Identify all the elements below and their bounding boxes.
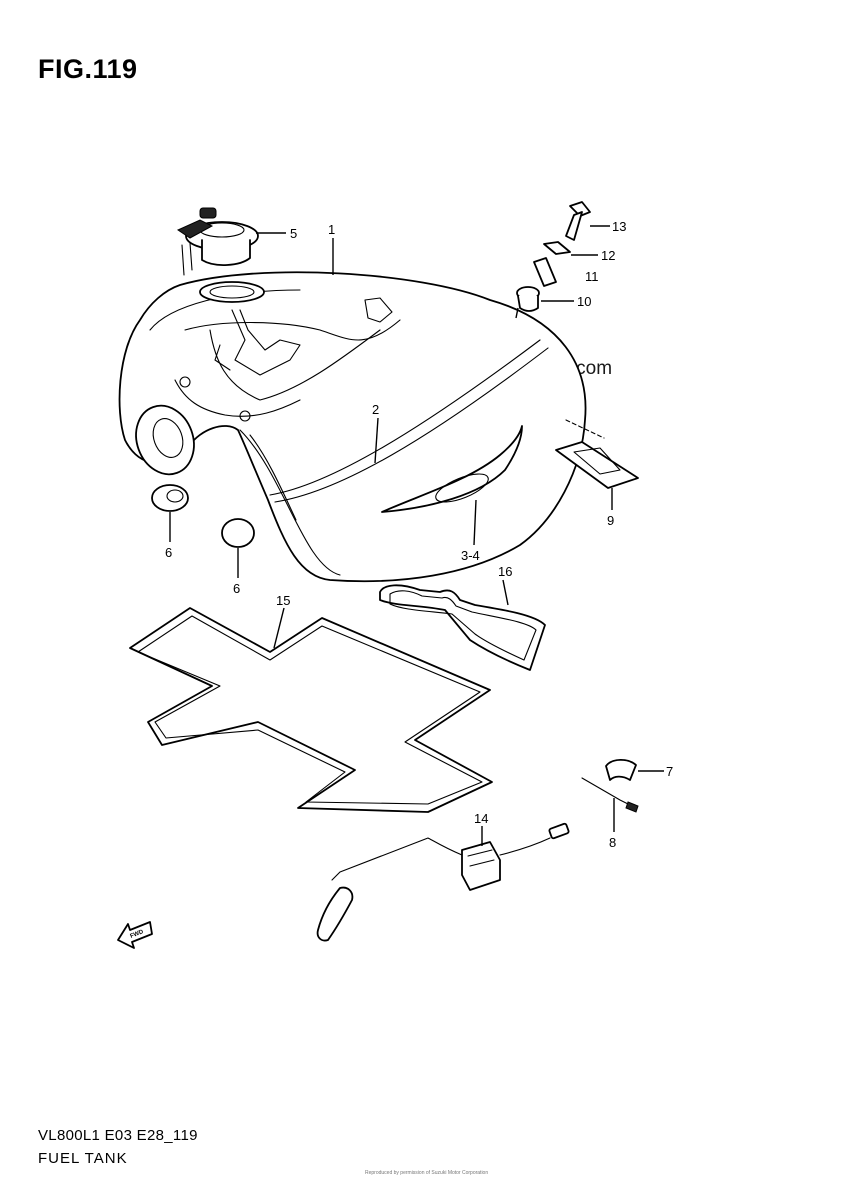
washer-part-12[interactable]: 12 — [543, 241, 615, 263]
callout-12: 12 — [601, 248, 615, 263]
callout-2: 2 — [372, 402, 379, 417]
wire-band-part-8[interactable]: 8 — [581, 777, 639, 850]
callout-3-4: 3-4 — [461, 548, 480, 563]
bolt-part-13[interactable]: 13 — [565, 201, 626, 241]
tank-emblem-part-3-4[interactable]: 3-4 — [381, 425, 523, 563]
gasket-part-15[interactable]: 15 — [129, 593, 493, 813]
callout-6-lower: 6 — [233, 581, 240, 596]
clamp-part-7[interactable]: 7 — [605, 758, 673, 781]
callout-16: 16 — [498, 564, 512, 579]
model-code: VL800L1 E03 E28_119 — [38, 1127, 198, 1144]
cushion-part-9[interactable]: 9 — [555, 419, 639, 528]
cushion-part-10[interactable]: 10 — [515, 286, 591, 319]
copyright-fine-print: Reproduced by permission of Suzuki Motor… — [365, 1170, 489, 1176]
spacer-part-11[interactable]: 11 — [533, 257, 599, 287]
figure-name: FUEL TANK — [38, 1150, 128, 1167]
callout-10: 10 — [577, 294, 591, 309]
gasket-part-16[interactable]: 16 — [379, 564, 546, 671]
callout-9: 9 — [607, 513, 614, 528]
callout-6-upper: 6 — [165, 545, 172, 560]
tank-stripe-part-2[interactable]: 2 — [372, 402, 379, 464]
fuel-level-gauge-part-14[interactable]: 14 — [316, 811, 570, 942]
callout-13: 13 — [612, 219, 626, 234]
callout-15: 15 — [276, 593, 290, 608]
fwd-label: FWD — [130, 929, 146, 940]
figure-title: FIG.119 — [38, 54, 138, 84]
grommet-part-6-lower[interactable]: 6 — [221, 518, 255, 596]
callout-5: 5 — [290, 226, 297, 241]
grommet-part-6-upper[interactable]: 6 — [151, 484, 189, 560]
forward-arrow-icon: FWD — [117, 921, 153, 949]
callout-14: 14 — [474, 811, 488, 826]
fuel-cap-part-5[interactable]: 5 — [176, 207, 297, 276]
callout-1: 1 — [328, 222, 335, 237]
callout-8: 8 — [609, 835, 616, 850]
fuel-tank-part-1[interactable]: 1 — [118, 222, 587, 583]
callout-11: 11 — [585, 269, 599, 284]
callout-7: 7 — [666, 764, 673, 779]
